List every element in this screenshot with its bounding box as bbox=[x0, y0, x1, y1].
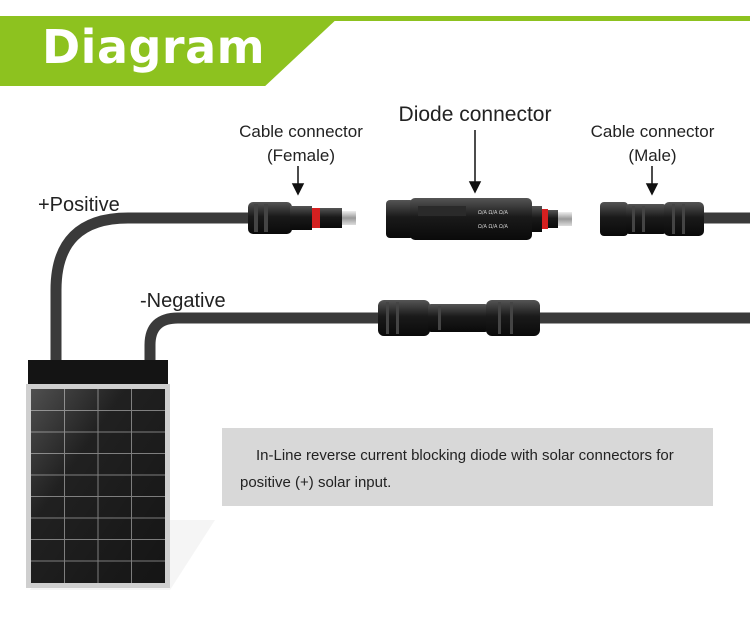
positive-cable bbox=[50, 212, 250, 360]
inline-connector-icon bbox=[378, 300, 540, 336]
positive-label: +Positive bbox=[38, 194, 120, 216]
female-label-line2: (Female) bbox=[266, 146, 335, 165]
arrow-male bbox=[645, 166, 659, 196]
male-label-line2: (Male) bbox=[628, 146, 677, 165]
female-label-line1: Cable connector bbox=[239, 122, 363, 141]
svg-text:Ω/A Ω/A Ω/A: Ω/A Ω/A Ω/A bbox=[478, 210, 509, 216]
diode-connector-label: Diode connector bbox=[398, 103, 552, 126]
male-label-line1: Cable connector bbox=[590, 122, 715, 141]
female-connector-label: Cable connector (Female) bbox=[230, 120, 372, 168]
solar-panel-icon bbox=[26, 360, 215, 590]
banner-stripe bbox=[0, 16, 750, 21]
negative-label: -Negative bbox=[140, 290, 226, 312]
arrow-diode bbox=[468, 130, 482, 194]
arrow-female bbox=[291, 166, 305, 196]
diode-connector-icon: Ω/A Ω/A Ω/A Ω/A Ω/A Ω/A bbox=[386, 198, 572, 240]
male-connector-label: Cable connector (Male) bbox=[580, 120, 725, 168]
description-text: In-Line reverse current blocking diode w… bbox=[240, 447, 674, 491]
description-box: In-Line reverse current blocking diode w… bbox=[222, 428, 713, 506]
female-connector-icon bbox=[248, 202, 356, 234]
svg-text:Ω/A Ω/A Ω/A: Ω/A Ω/A Ω/A bbox=[478, 224, 509, 230]
male-connector-icon bbox=[600, 202, 704, 236]
negative-cable bbox=[144, 312, 750, 360]
page-title: Diagram bbox=[42, 20, 266, 74]
